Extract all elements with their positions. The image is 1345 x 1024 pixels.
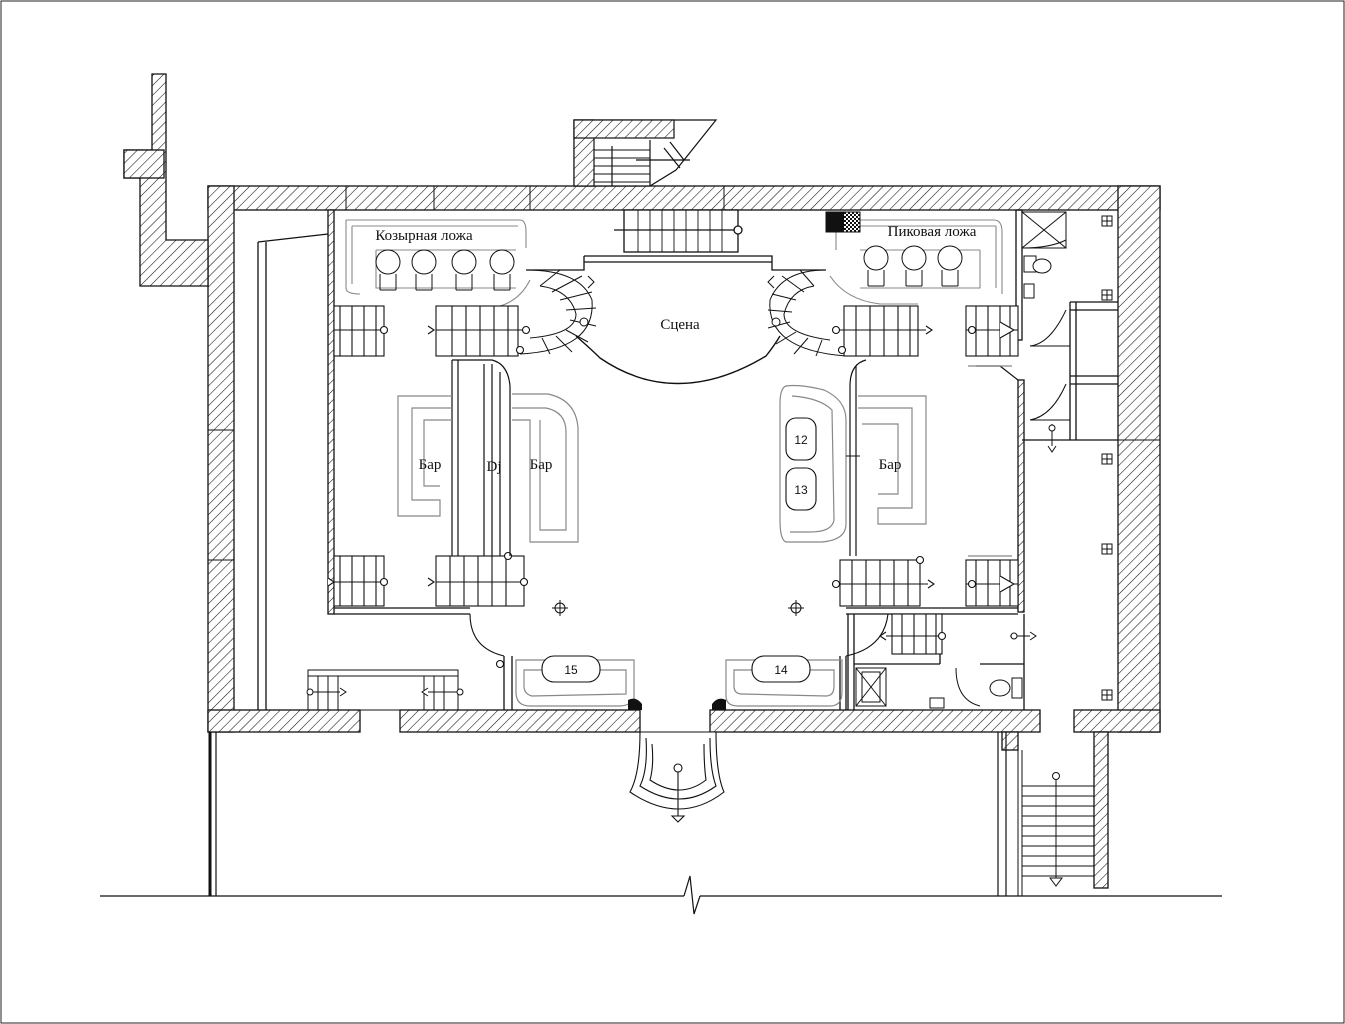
box-right-label: Пиковая ложа (888, 224, 977, 240)
box-left-label: Козырная ложа (375, 228, 473, 244)
table-12: 12 (785, 417, 817, 461)
right-exterior-stair (1017, 732, 1094, 896)
bar-left-inner-label: Бар (530, 457, 553, 473)
right-vip-chairs (863, 245, 963, 287)
stage-label: Сцена (660, 317, 700, 333)
left-bar-counters (397, 393, 579, 543)
entrance-doors (469, 613, 889, 669)
front-entrance-steps (629, 731, 725, 823)
table-13-number: 13 (794, 483, 808, 497)
bar-right-label: Бар (879, 457, 902, 473)
bar-left-outer-label: Бар (419, 457, 442, 473)
dj-label: Dj (487, 459, 502, 475)
table-14-number: 14 (774, 663, 788, 677)
right-spiral-stair (767, 269, 847, 357)
table-15: 15 (541, 655, 601, 683)
right-bar-counter (858, 365, 1012, 557)
ground-line (100, 732, 1222, 915)
interior-walls (257, 209, 1118, 710)
right-vip-box (829, 219, 1003, 305)
table-14: 14 (751, 655, 811, 683)
right-booth-sofa (779, 384, 847, 543)
right-service-fixtures (1021, 211, 1070, 453)
bottom-left-stairs (306, 669, 464, 711)
dj-booth (451, 359, 511, 556)
exterior-walls (123, 73, 1161, 889)
vent-box (826, 212, 844, 232)
ceiling-fixtures (552, 215, 1113, 701)
left-vip-chairs (375, 249, 515, 291)
table-15-number: 15 (564, 663, 578, 677)
table-12-number: 12 (794, 433, 808, 447)
entrance-columns (628, 698, 726, 710)
stage-area (526, 209, 826, 385)
lower-right-fixtures (855, 631, 1037, 709)
wall-seams (208, 186, 1160, 561)
top-exterior-stair (573, 119, 718, 187)
hall-stairs (327, 305, 1019, 655)
left-spiral-stair (519, 269, 597, 355)
table-13: 13 (785, 467, 817, 511)
